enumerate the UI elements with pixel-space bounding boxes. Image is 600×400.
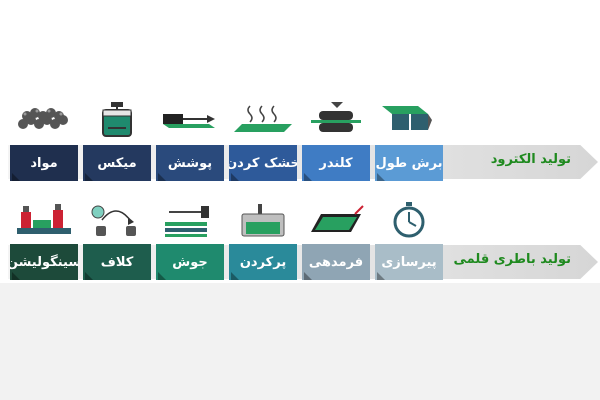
step-label: کلاف (100, 254, 134, 270)
bottom-background-band (0, 283, 600, 400)
step-box-aging: پیرسازی (375, 244, 443, 280)
welding-tab-icon (159, 200, 221, 240)
slitting-cutter-icon (378, 100, 440, 140)
aging-stopwatch-icon (378, 200, 440, 240)
step-label: سینگولیشن (10, 254, 78, 270)
step-box-singulation: سینگولیشن (10, 244, 78, 280)
step-box-calendering: کلندر (302, 145, 370, 181)
step-label: برش طول (375, 155, 443, 171)
step-box-welding: جوش (156, 244, 224, 280)
step-box-mixing: میکس (83, 145, 151, 181)
step-box-slitting: برش طول (375, 145, 443, 181)
step-label: پرکردن (239, 254, 287, 270)
step-box-winding: کلاف (83, 244, 151, 280)
step-label: میکس (97, 155, 137, 171)
drying-heat-icon (232, 100, 294, 140)
row-title-electrode: تولید الکترود (490, 152, 571, 167)
formation-charger-icon (305, 200, 367, 240)
step-box-filling: پرکردن (229, 244, 297, 280)
coating-roller-icon (159, 100, 221, 140)
step-box-drying: خشک کردن (229, 145, 297, 181)
step-label: جوش (172, 254, 208, 270)
calender-rollers-icon (305, 100, 367, 140)
mixer-tank-icon (86, 100, 148, 140)
step-box-coating: پوشش (156, 145, 224, 181)
step-box-formation: فرمدهی (302, 244, 370, 280)
step-label: پیرسازی (381, 254, 437, 270)
material-pellets-icon (13, 100, 75, 140)
step-label: مواد (30, 155, 58, 171)
step-label: کلندر (319, 155, 353, 171)
step-box-materials: مواد (10, 145, 78, 181)
step-label: پوشش (167, 155, 213, 171)
winding-coil-icon (86, 200, 148, 240)
singulation-machine-icon (13, 200, 75, 240)
electrolyte-filling-icon (232, 200, 294, 240)
step-label: فرمدهی (308, 254, 364, 270)
step-label: خشک کردن (229, 155, 297, 171)
row-title-battery: تولید باطری قلمی (453, 252, 571, 267)
